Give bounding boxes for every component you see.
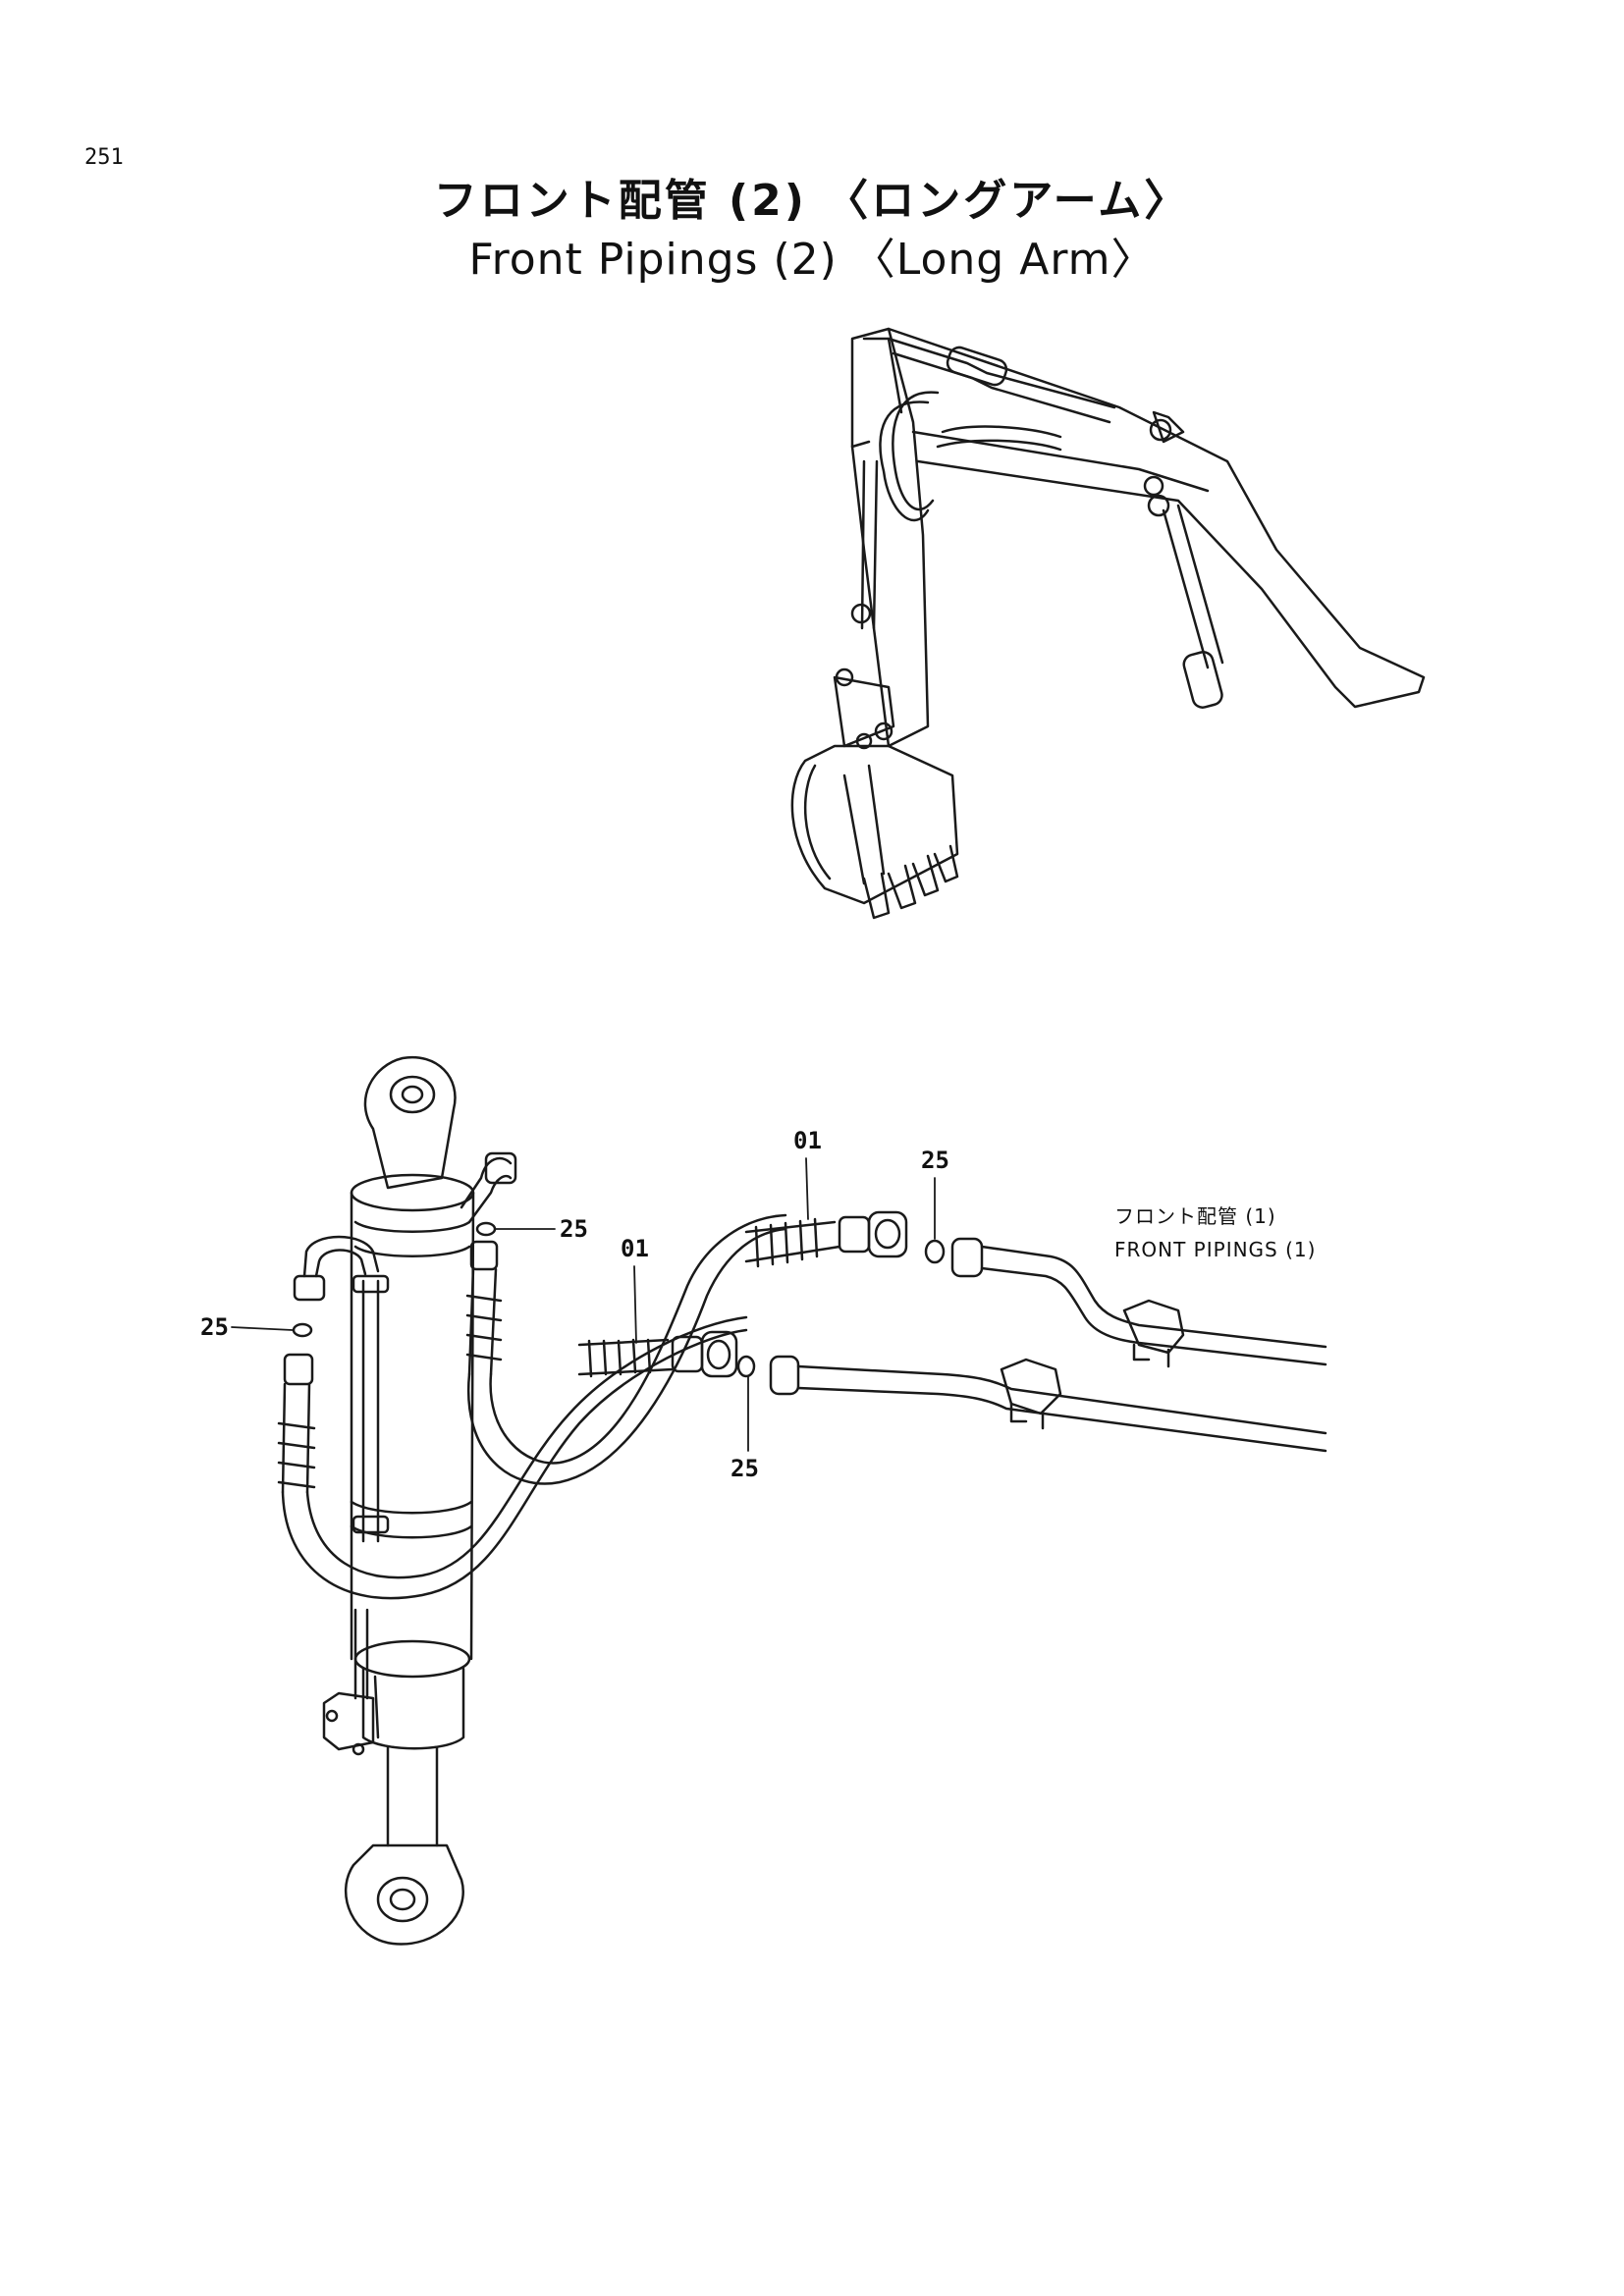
front-pipings-1-connection (769, 1237, 1327, 1453)
leader-lines (231, 1157, 936, 1452)
arm-body (850, 327, 930, 748)
reference-note-japanese: フロント配管 (1) (1114, 1204, 1276, 1228)
boom-cylinder-rod (1162, 508, 1210, 669)
callout-o-ring-cylinder-top: 25 (560, 1215, 588, 1243)
o-ring-lower-middle (736, 1355, 756, 1378)
callout-o-ring-lower-middle: 25 (731, 1455, 759, 1482)
callout-o-ring-upper-right: 25 (921, 1147, 949, 1174)
excavator-front-overview (790, 327, 1426, 920)
reference-note: フロント配管 (1) FRONT PIPINGS (1) (1114, 1200, 1316, 1266)
cylinder-top-eye (363, 1055, 457, 1190)
callout-hose-upper: 01 (793, 1127, 822, 1154)
hose-assemblies (277, 1210, 908, 1600)
left-hose-fitting (283, 1353, 314, 1386)
o-ring-left (292, 1322, 313, 1338)
reference-note-english: FRONT PIPINGS (1) (1114, 1238, 1317, 1261)
cylinder-bottom-eye (344, 1843, 464, 1946)
page-number: 251 (84, 145, 124, 170)
callout-o-ring-left: 25 (200, 1313, 229, 1341)
o-ring-upper-right (924, 1239, 946, 1264)
boom-body (887, 327, 1426, 709)
o-ring-cylinder-top (475, 1221, 497, 1237)
callout-hose-lower: 01 (621, 1235, 649, 1262)
page-title-english: Front Pipings (2) 〈Long Arm〉 (468, 235, 1156, 285)
bucket (790, 744, 959, 905)
page-title-japanese: フロント配管 (2) 〈ロングアーム〉 (433, 176, 1191, 226)
arm-cylinder-detail (293, 1055, 517, 1946)
